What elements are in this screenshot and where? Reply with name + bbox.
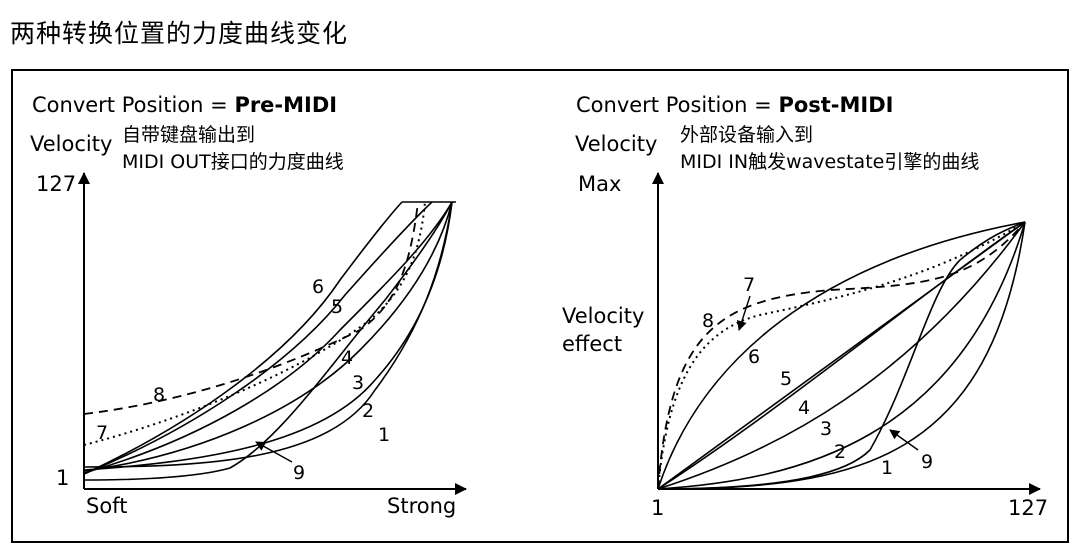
right-x-max-label: 127 (1008, 496, 1048, 520)
left-y-max-label: 127 (36, 172, 76, 196)
right-caption-line2: MIDI IN触发wavestate引擎的曲线 (680, 151, 979, 173)
right-curve-7 (657, 221, 1026, 490)
left-x-max-label: Strong (387, 494, 456, 518)
left-curve-1 (83, 201, 453, 468)
right-curve-label-4: 4 (798, 397, 810, 419)
right-heading: Convert Position = Post-MIDI (576, 93, 893, 117)
right-curve-8 (657, 221, 1026, 490)
right-y-axis-label: Velocity (575, 132, 657, 156)
right-panel: Convert Position = Post-MIDI Velocity 外部… (562, 93, 1048, 520)
right-curve-6 (657, 221, 1026, 490)
right-curve-3 (657, 221, 1026, 490)
left-curve-2 (83, 201, 453, 471)
diagram-frame (11, 69, 1069, 543)
right-curve-label-7: 7 (743, 274, 755, 296)
right-y-mid-label-line1: Velocity (562, 304, 644, 328)
right-x-min-label: 1 (651, 496, 664, 520)
right-y-max-label: Max (578, 172, 621, 196)
left-panel: Convert Position = Pre-MIDI Velocity 自带键… (30, 93, 467, 518)
right-curve-label-6: 6 (748, 346, 760, 368)
left-curve-label-9: 9 (293, 462, 305, 484)
left-curve-3 (83, 201, 453, 472)
right-curve-label-3: 3 (820, 418, 832, 440)
left-curve-label-4: 4 (341, 347, 353, 369)
right-curve-7-pointer (737, 295, 751, 331)
left-curve-label-8: 8 (153, 384, 165, 406)
right-curve-2 (657, 221, 1026, 490)
right-curve-label-2: 2 (834, 441, 846, 463)
right-curve-label-1: 1 (881, 457, 893, 479)
left-caption-line1: 自带键盘输出到 (122, 124, 255, 146)
left-curve-5 (83, 201, 433, 475)
left-y-min-label: 1 (56, 466, 69, 490)
right-curve-9 (657, 221, 1026, 490)
right-curve-label-9: 9 (921, 451, 933, 473)
page-title: 两种转换位置的力度曲线变化 (10, 19, 349, 48)
left-curve-label-3: 3 (352, 372, 364, 394)
left-x-min-label: Soft (86, 494, 127, 518)
left-heading: Convert Position = Pre-MIDI (32, 93, 337, 117)
left-caption-line2: MIDI OUT接口的力度曲线 (122, 151, 344, 173)
left-curve-9 (83, 201, 453, 481)
left-curve-label-1: 1 (378, 424, 390, 446)
right-caption-line1: 外部设备输入到 (680, 124, 813, 146)
left-curve-label-5: 5 (331, 296, 343, 318)
right-curve-5 (657, 221, 1026, 490)
left-curve-label-2: 2 (362, 400, 374, 422)
left-curve-label-6: 6 (312, 276, 324, 298)
left-curve-4 (83, 201, 453, 474)
left-curve-6 (83, 201, 403, 475)
left-curve-label-7: 7 (96, 422, 108, 444)
right-y-mid-label-line2: effect (562, 332, 622, 356)
left-y-axis-label: Velocity (30, 132, 112, 156)
right-curve-label-5: 5 (780, 368, 792, 390)
right-curve-9-pointer (889, 429, 919, 451)
right-curve-label-8: 8 (702, 310, 714, 332)
left-curve-9-pointer (255, 441, 293, 463)
